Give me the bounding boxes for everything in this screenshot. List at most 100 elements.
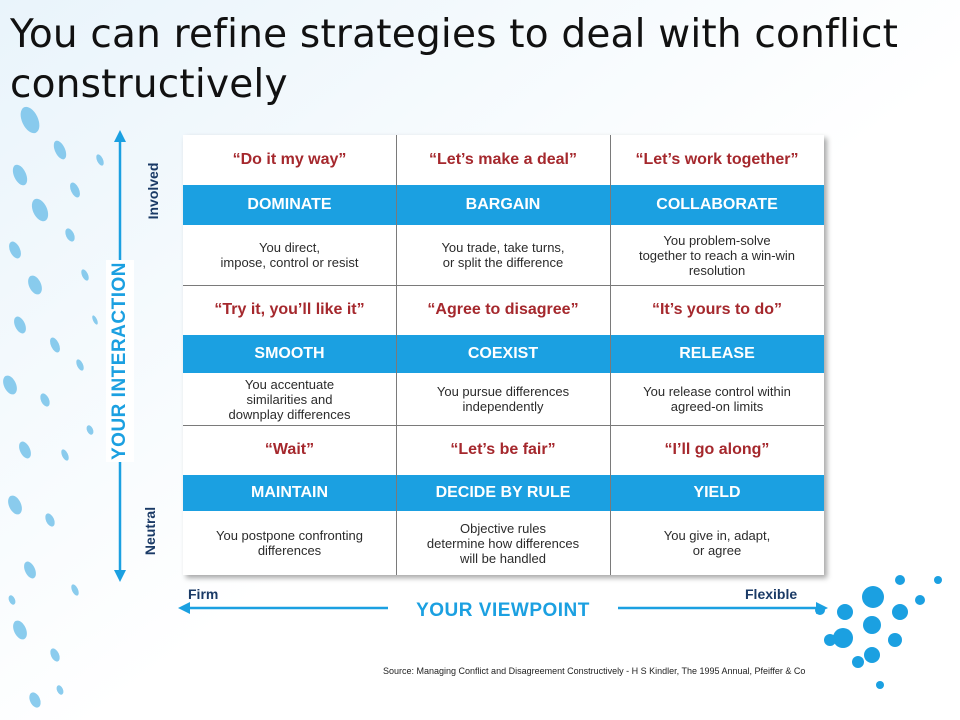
decorative-dot [9,241,21,259]
strategy-quote-text: “It’s yours to do” [651,301,783,318]
decorative-dot [876,681,884,689]
strategy-quote: “Agree to disagree” [396,285,610,335]
strategy-quote: “Wait” [183,425,396,475]
decorative-dot [837,604,853,620]
decorative-dot [31,198,49,222]
strategy-description: You give in, adapt, or agree [610,511,824,575]
decorative-dot [81,269,89,281]
strategy-grid: “Do it my way” DOMINATE You direct, impose… [183,135,824,575]
decorative-dot [915,595,925,605]
decorative-dot [86,425,94,435]
decorative-dot [824,634,836,646]
decorative-dot [53,140,67,160]
strategy-quote-text: “Do it my way” [232,151,347,168]
strategy-description: You accentuate similarities and downplay… [183,373,396,425]
strategy-quote-text: “Let’s be fair” [450,441,556,458]
strategy-description: You problem-solve together to reach a wi… [610,225,824,285]
strategy-name: COEXIST [396,335,610,373]
decorative-dot [3,375,17,395]
strategy-name: DOMINATE [183,185,396,225]
decorative-dot [864,647,880,663]
strategy-description-text: Objective rules determine how difference… [426,520,580,566]
strategy-name: SMOOTH [183,335,396,373]
decorative-dot [50,337,60,353]
strategy-name: RELEASE [610,335,824,373]
strategy-quote: “Let’s be fair” [396,425,610,475]
strategy-description-text: You trade, take turns, or split the diff… [441,240,565,270]
decorative-dot [862,586,884,608]
strategy-name: MAINTAIN [183,475,396,511]
strategy-quote: “I’ll go along” [610,425,824,475]
decorative-dot [8,595,16,605]
x-axis-label: YOUR VIEWPOINT [388,596,618,626]
decorative-dot [12,164,28,186]
strategy-description-text: You accentuate similarities and downplay… [228,376,351,422]
column-divider [396,135,397,575]
slide-title: You can refine strategies to deal with c… [10,12,899,107]
decorative-dot [76,359,84,371]
decorative-dot [895,575,905,585]
strategy-description-text: You give in, adapt, or agree [663,528,771,558]
strategy-description: You direct, impose, control or resist [183,225,396,285]
decorative-dot [50,648,60,662]
decorative-dot [40,393,50,407]
y-axis-label: YOUR INTERACTION [106,260,134,462]
decorative-dot [863,616,881,634]
decorative-dot [888,633,902,647]
strategy-quote: “It’s yours to do” [610,285,824,335]
strategy-name-text: BARGAIN [465,196,541,213]
strategy-name-text: COLLABORATE [656,196,778,213]
decorative-dot [71,584,79,596]
row-divider [183,425,824,426]
strategy-name-text: YIELD [693,484,741,501]
strategy-description: You trade, take turns, or split the diff… [396,225,610,285]
decorative-dot [70,182,80,198]
decorative-dot [61,449,69,461]
strategy-quote: “Let’s make a deal” [396,135,610,185]
strategy-name: DECIDE BY RULE [396,475,610,511]
decorative-dot [29,692,41,708]
strategy-quote-text: “Wait” [264,441,315,458]
row-divider [183,285,824,286]
decorative-dot [934,576,942,584]
strategy-description: Objective rules determine how difference… [396,511,610,575]
decorative-dot [45,513,55,527]
strategy-description: You postpone confronting differences [183,511,396,575]
strategy-quote: “Let’s work together” [610,135,824,185]
decorative-dot [892,604,908,620]
y-axis-top-label: Involved [145,162,161,220]
decorative-dot [65,228,75,242]
strategy-quote-text: “Let’s make a deal” [429,151,577,168]
decorative-dot [24,561,36,579]
source-citation: Source: Managing Conflict and Disagreeme… [383,666,806,676]
strategy-name-text: COEXIST [467,345,539,362]
x-axis-left-label: Firm [188,586,219,602]
strategy-description-text: You postpone confronting differences [216,528,363,558]
strategy-description: You pursue differences independently [396,373,610,425]
strategy-description: You release control within agreed-on lim… [610,373,824,425]
strategy-name-text: DECIDE BY RULE [435,484,571,501]
strategy-description-text: You release control within agreed-on lim… [643,384,791,414]
column-divider [610,135,611,575]
strategy-quote: “Do it my way” [183,135,396,185]
strategy-quote-text: “Try it, you’ll like it” [214,301,365,318]
decorative-dot [852,656,864,668]
strategy-name-text: RELEASE [679,345,755,362]
decorative-dot [13,620,27,640]
strategy-name: YIELD [610,475,824,511]
decorative-dot [56,685,64,695]
y-axis-bottom-label: Neutral [142,506,158,556]
strategy-description-text: You problem-solve together to reach a wi… [638,232,796,278]
decorative-dot [28,275,42,295]
strategy-name: COLLABORATE [610,185,824,225]
strategy-name: BARGAIN [396,185,610,225]
strategy-name-text: MAINTAIN [250,484,329,501]
decorative-dot [96,154,104,166]
strategy-quote: “Try it, you’ll like it” [183,285,396,335]
strategy-quote-text: “I’ll go along” [664,441,770,458]
strategy-description-text: You pursue differences independently [436,384,570,414]
decorative-dot [20,106,40,134]
decorative-dot [14,316,26,334]
strategy-name-text: DOMINATE [247,196,332,213]
strategy-quote-text: “Let’s work together” [635,151,799,168]
